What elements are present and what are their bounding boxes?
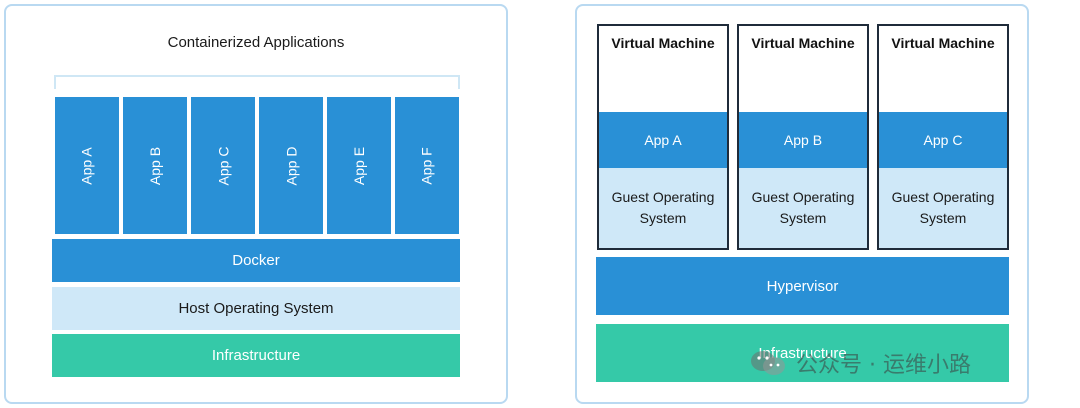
vm-b-title: Virtual Machine bbox=[751, 35, 855, 51]
hypervisor-layer: Hypervisor bbox=[596, 257, 1009, 315]
watermark: 公众号 · 运维小路 bbox=[748, 345, 971, 381]
container-app-d: App D bbox=[259, 97, 323, 234]
right-infrastructure-layer: Infrastructure bbox=[596, 324, 1009, 382]
containers-panel: Containerized Applications App A App B A… bbox=[4, 4, 508, 404]
container-app-d-label: App D bbox=[282, 146, 299, 185]
virtual-machine-c: Virtual Machine App C Guest Operating Sy… bbox=[877, 24, 1009, 250]
watermark-text: 公众号 · 运维小路 bbox=[796, 353, 971, 378]
vm-a-guest-os: Guest Operating System bbox=[599, 168, 727, 248]
container-app-f-label: App F bbox=[418, 146, 435, 185]
virtual-machine-b: Virtual Machine App B Guest Operating Sy… bbox=[737, 24, 869, 250]
vm-b-app: App B bbox=[739, 112, 867, 168]
container-app-b-label: App B bbox=[146, 146, 163, 185]
vm-c-title: Virtual Machine bbox=[891, 35, 995, 51]
vm-c-app: App C bbox=[879, 112, 1007, 168]
host-os-layer: Host Operating System bbox=[52, 287, 460, 330]
vm-a-app: App A bbox=[599, 112, 727, 168]
right-infrastructure-label: Infrastructure bbox=[758, 344, 847, 362]
vms-panel: Virtual Machine App A Guest Operating Sy… bbox=[575, 4, 1029, 404]
left-infrastructure-layer: Infrastructure bbox=[52, 334, 460, 377]
container-app-f: App F bbox=[395, 97, 459, 234]
docker-label: Docker bbox=[232, 252, 280, 269]
vm-c-guest-os: Guest Operating System bbox=[879, 168, 1007, 248]
vm-b-guest-os: Guest Operating System bbox=[739, 168, 867, 248]
containers-title: Containerized Applications bbox=[167, 34, 345, 51]
host-os-label: Host Operating System bbox=[178, 300, 334, 317]
wechat-icon bbox=[748, 348, 788, 378]
container-app-e: App E bbox=[327, 97, 391, 234]
container-app-e-label: App E bbox=[350, 146, 367, 185]
virtual-machine-a: Virtual Machine App A Guest Operating Sy… bbox=[597, 24, 729, 250]
apps-bracket bbox=[54, 75, 460, 89]
vm-a-title: Virtual Machine bbox=[611, 35, 715, 51]
container-app-c: App C bbox=[191, 97, 255, 234]
hypervisor-label: Hypervisor bbox=[766, 277, 839, 295]
container-app-b: App B bbox=[123, 97, 187, 234]
container-app-a-label: App A bbox=[79, 146, 95, 185]
container-app-c-label: App C bbox=[214, 146, 231, 185]
container-app-a: App A bbox=[55, 97, 119, 234]
docker-layer: Docker bbox=[52, 239, 460, 282]
left-infrastructure-label: Infrastructure bbox=[211, 347, 301, 364]
